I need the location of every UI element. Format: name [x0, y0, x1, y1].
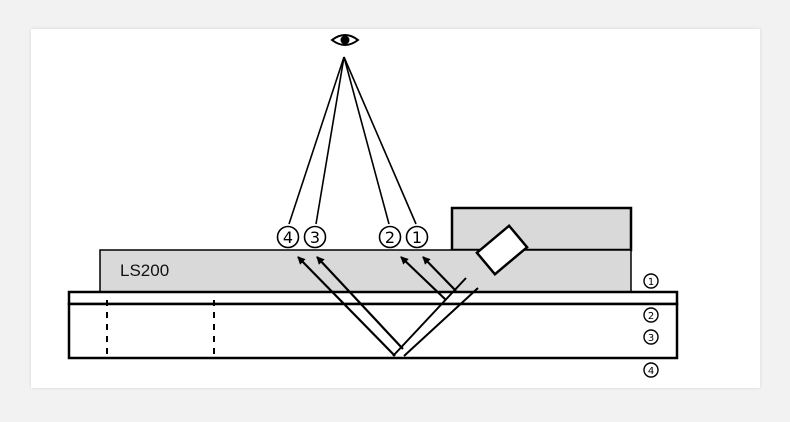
svg-text:1: 1 [412, 228, 422, 247]
reflection-arrow-4 [297, 256, 396, 357]
sight-marker-2: 2 [378, 225, 402, 249]
svg-text:4: 4 [283, 228, 293, 247]
sight-lines [288, 56, 417, 225]
reflection-arrow-2 [400, 256, 447, 301]
sight-marker-3: 3 [303, 225, 327, 249]
eye-icon [330, 34, 360, 46]
light-source [475, 224, 529, 276]
surface-marker-1: 1 [643, 273, 659, 289]
sight-marker-4: 4 [276, 225, 300, 249]
light-path-incident [392, 277, 479, 357]
svg-text:2: 2 [385, 228, 395, 247]
surface-marker-4: 4 [643, 362, 659, 378]
sight-marker-1: 1 [405, 225, 429, 249]
reflection-arrow-1 [422, 256, 457, 292]
glass-sample [67, 290, 679, 360]
device-upper-housing [450, 206, 633, 252]
surface-marker-2: 2 [643, 307, 659, 323]
svg-text:3: 3 [648, 333, 654, 344]
reflection-arrows [297, 256, 457, 357]
svg-text:2: 2 [648, 311, 654, 322]
glass-cut-marks [106, 300, 215, 356]
surface-marker-3: 3 [643, 329, 659, 345]
svg-text:3: 3 [310, 228, 320, 247]
reflection-arrow-3 [316, 256, 404, 350]
svg-text:1: 1 [648, 277, 654, 288]
device-body [99, 249, 632, 293]
svg-text:4: 4 [648, 366, 654, 377]
device-label: LS200 [120, 261, 169, 280]
